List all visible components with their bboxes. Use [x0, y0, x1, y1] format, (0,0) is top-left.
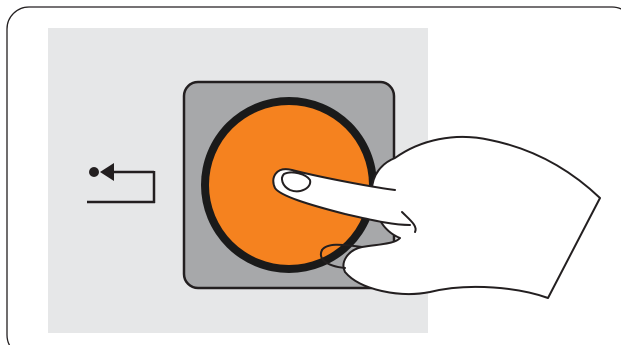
illustration-stage	[0, 0, 621, 345]
button-press-illustration	[0, 0, 621, 345]
